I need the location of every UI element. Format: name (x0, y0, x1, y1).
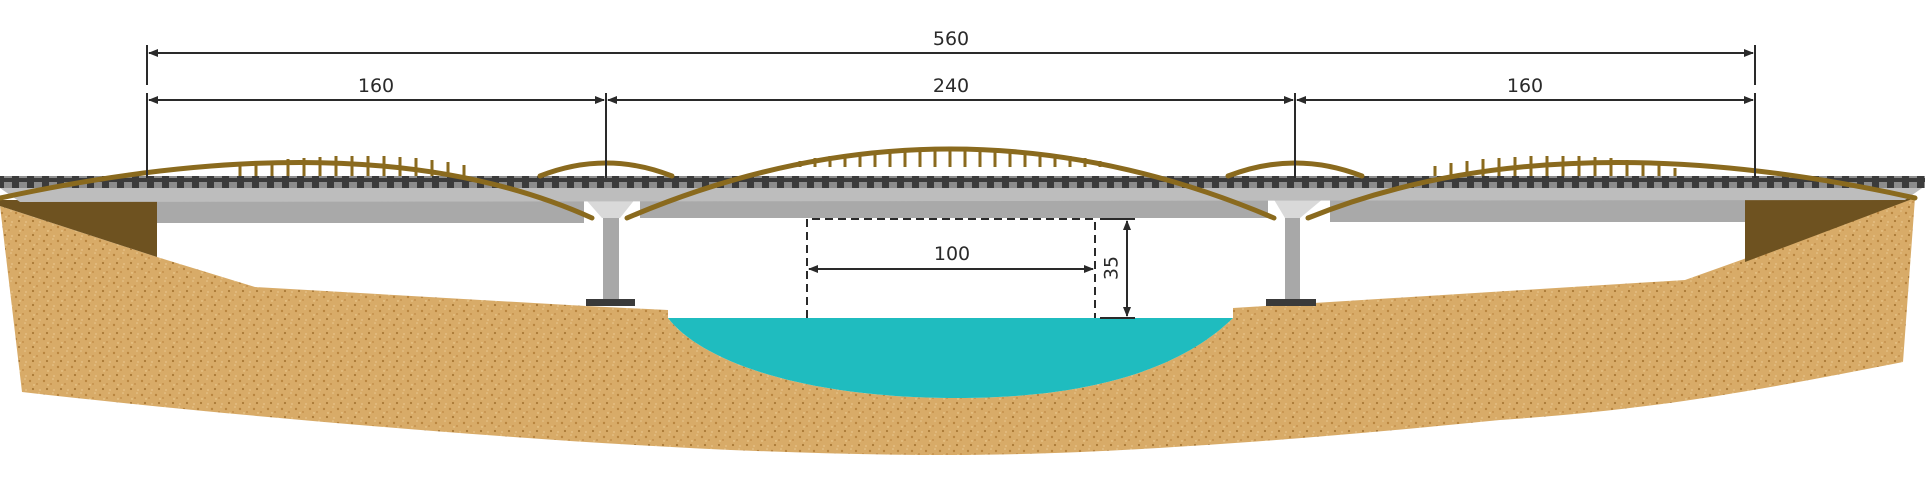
girder-right (1330, 198, 1745, 222)
left-abutment (0, 200, 157, 257)
right-abutment (1745, 198, 1915, 262)
pier-footing (586, 299, 635, 306)
clearance-height-label: 35 (1100, 255, 1123, 281)
right-pier (1266, 193, 1330, 306)
clearance-box (806, 218, 1096, 318)
girder-left (157, 200, 584, 223)
railing (0, 176, 1925, 188)
total-length-label: 560 (932, 28, 970, 50)
right-arch (1305, 159, 1918, 221)
left-pier (580, 193, 640, 306)
terrain (0, 198, 1915, 455)
pier-footing (1266, 299, 1316, 306)
deck-slab (0, 186, 1925, 202)
arch-hangers (238, 148, 1677, 176)
pier-column (1285, 218, 1300, 300)
left-arch (0, 159, 595, 221)
main-arch (624, 146, 1277, 221)
main-span-label: 240 (932, 75, 970, 97)
pier-column (603, 218, 619, 300)
river-water (668, 318, 1233, 398)
ground (0, 198, 1915, 455)
navigation-clearance (806, 218, 1135, 319)
right-span-label: 160 (1506, 75, 1544, 97)
left-span-label: 160 (357, 75, 395, 97)
dimension-lines (146, 45, 1756, 178)
clearance-width-label: 100 (933, 243, 971, 265)
